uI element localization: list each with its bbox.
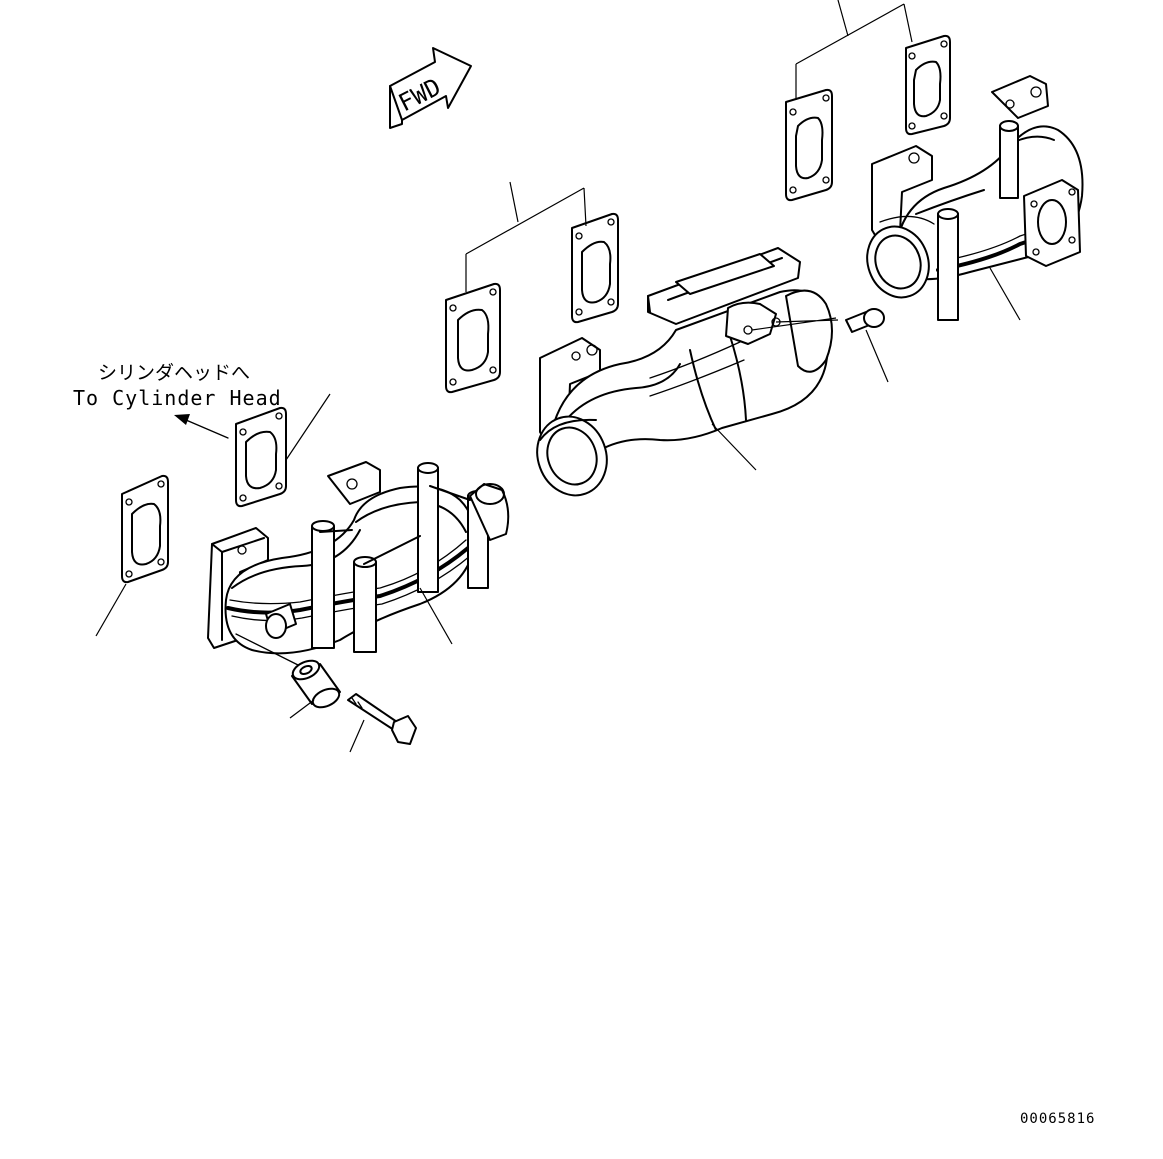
- annotation-label-en: To Cylinder Head: [73, 386, 282, 410]
- figure-number: 00065816: [1020, 1111, 1095, 1127]
- exhaust-manifold-rear: [866, 75, 1084, 321]
- leader-gasket-left-1: [285, 393, 331, 461]
- leader-manifold-front: [419, 587, 453, 645]
- leader-bolt: [349, 719, 365, 753]
- gasket-top-right-1: [785, 88, 833, 202]
- gasket-middle-1: [445, 282, 501, 394]
- leader-gaskets-middle: [465, 181, 587, 292]
- cylinder-head-annotation: シリンダヘッドへ To Cylinder Head: [73, 362, 282, 439]
- stud-bolt: [845, 308, 885, 333]
- sleeve: [291, 659, 341, 709]
- leader-manifold-rear: [989, 267, 1021, 321]
- leader-manifold-center: [711, 423, 757, 471]
- gasket-top-right-2: [905, 34, 951, 136]
- bolt-axis-line: [235, 633, 301, 667]
- leader-stud-bolt: [865, 329, 889, 383]
- annotation-arrow-head: [174, 414, 190, 425]
- leader-sleeve: [289, 699, 315, 719]
- leader-stud-center: [751, 317, 839, 331]
- gasket-left-2: [121, 474, 169, 584]
- leader-gaskets-top-right: [795, 0, 913, 100]
- gasket-middle-2: [571, 212, 619, 324]
- annotation-label-jp: シリンダヘッドへ: [98, 362, 250, 384]
- gasket-left-1: [235, 406, 287, 508]
- annotation-arrow-line: [185, 419, 229, 439]
- fwd-arrow: FWD: [389, 47, 472, 129]
- bolt: [347, 693, 417, 745]
- leader-gasket-left-2: [95, 583, 127, 637]
- exhaust-manifold-front: [207, 461, 510, 655]
- exhaust-manifold-center: [536, 247, 833, 497]
